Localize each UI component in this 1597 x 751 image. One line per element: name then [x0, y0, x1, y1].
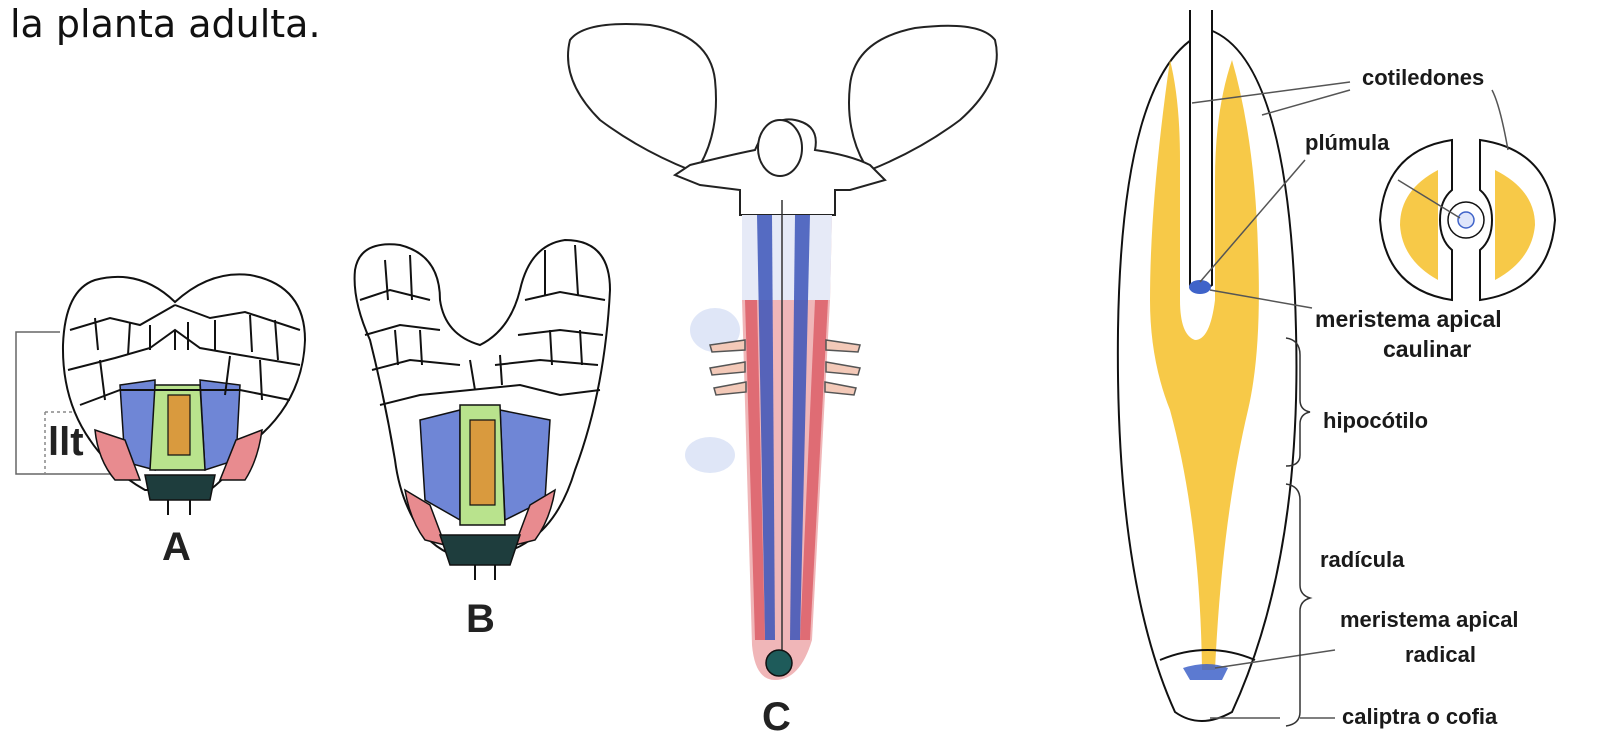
plumule-bud	[758, 120, 802, 176]
cotyledon-right	[849, 26, 997, 170]
label-cotiledones: cotiledones	[1362, 65, 1484, 90]
background-wisp	[685, 437, 735, 473]
embryo-b-label: B	[466, 597, 495, 641]
shoot-meristem	[1189, 280, 1211, 294]
embryo-b: B	[355, 240, 610, 641]
label-meristema-caulinar-line1: meristema apical	[1315, 306, 1502, 332]
label-meristema-caulinar-line2: caulinar	[1383, 336, 1471, 362]
hypocotyl-upper	[742, 215, 832, 300]
cotyledon-slit	[1190, 10, 1212, 290]
embryo-a-label: A	[162, 525, 191, 569]
embryo-b-orange-core	[470, 420, 495, 505]
label-radicula: radícula	[1320, 547, 1405, 572]
seedling-c-label: C	[762, 695, 791, 739]
label-meristema-radical-line1: meristema apical	[1340, 607, 1519, 632]
label-meristema-radical-line2: radical	[1405, 642, 1476, 667]
seed-cross-section	[1380, 140, 1555, 300]
label-caliptra: caliptra o cofia	[1342, 704, 1498, 729]
seed-diagram: cotiledones plúmula meristema apical cau…	[1118, 10, 1555, 729]
embryo-a: llt A	[16, 274, 305, 569]
embryo-a-orange-core	[168, 395, 190, 455]
cross-plumule	[1458, 212, 1474, 228]
cotyledon-left	[568, 24, 716, 170]
embryo-b-dark-base	[440, 535, 520, 565]
label-hipocotilo: hipocótilo	[1323, 408, 1428, 433]
embryo-a-dark-base	[145, 475, 215, 500]
seedling-c: C	[568, 24, 997, 739]
llt-label: llt	[48, 420, 84, 464]
label-plumula: plúmula	[1305, 130, 1390, 155]
root-cap-c	[766, 650, 792, 676]
